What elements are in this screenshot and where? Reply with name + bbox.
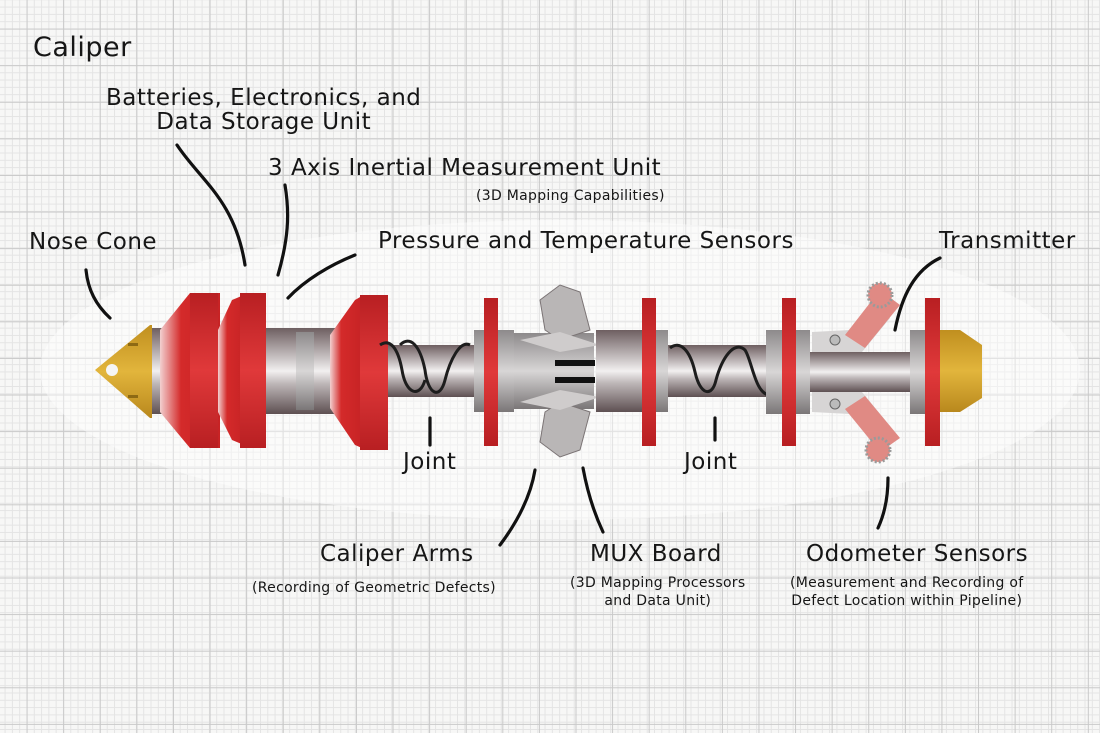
label-imu-subtitle: (3D Mapping Capabilities) [476,188,665,204]
flange-disc-1 [474,298,514,446]
label-mux-board: MUX Board [590,541,722,567]
label-nose-cone: Nose Cone [29,229,158,255]
label-joint-1: Joint [403,449,457,475]
rear-flange [766,298,810,446]
pressure-cup [330,295,388,450]
label-caliper-arms: Caliper Arms [320,541,474,567]
label-odometer-subtitle-line1: (Measurement and Recording of [790,575,1024,591]
label-imu: 3 Axis Inertial Measurement Unit [268,155,662,181]
label-mux-board-subtitle-line2: and Data Unit) [604,593,712,610]
label-batteries: Batteries, Electronics, and Data Storage… [106,86,421,134]
label-caliper-arms-subtitle: (Recording of Geometric Defects) [252,580,496,596]
label-pressure-temperature: Pressure and Temperature Sensors [378,228,794,254]
mux-board-housing [596,298,668,446]
joint-2-spring [669,343,771,397]
label-batteries-line2: Data Storage Unit [156,109,372,136]
transmitter [910,298,982,446]
front-cups [160,293,266,448]
label-joint-2: Joint [684,449,738,475]
label-odometer-subtitle-line2: Defect Location within Pipeline) [791,593,1023,610]
caliper-arms [514,284,600,458]
joint-1-spring [379,339,471,394]
label-odometer-sensors: Odometer Sensors [806,541,1029,567]
label-odometer-subtitle: (Measurement and Recording of Defect Loc… [790,574,1023,610]
label-batteries-line1: Batteries, Electronics, and [106,85,422,111]
odometer-arms [812,281,900,464]
diagram-title: Caliper [33,32,132,63]
label-mux-board-subtitle: (3D Mapping Processors and Data Unit) [570,574,745,610]
label-mux-board-subtitle-line1: (3D Mapping Processors [570,575,746,591]
nose-cone [95,325,152,418]
label-transmitter: Transmitter [939,228,1076,254]
leader-lines [84,143,942,547]
